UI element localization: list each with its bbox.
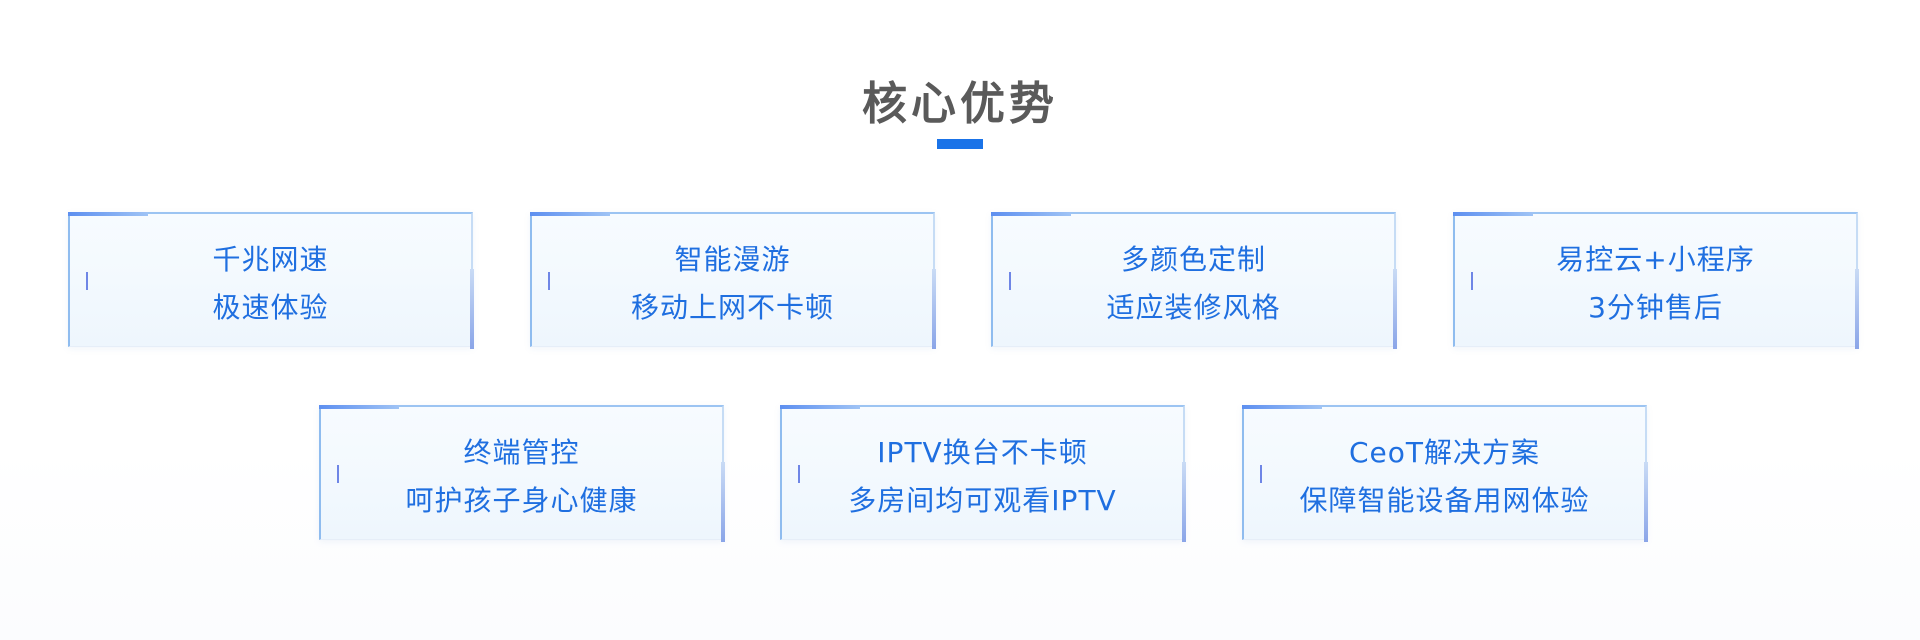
card-accent-tick: [1260, 465, 1262, 483]
feature-card-title: 终端管控: [463, 436, 580, 469]
card-accent-tick: [798, 465, 800, 483]
feature-card-subtitle: 极速体验: [212, 291, 329, 324]
feature-card-subtitle: 3分钟售后: [1588, 291, 1723, 324]
feature-card-iptv: IPTV换台不卡顿 多房间均可观看IPTV: [780, 405, 1186, 542]
card-accent-tick: [86, 272, 88, 290]
card-accent-tick: [1471, 272, 1473, 290]
feature-card-colors: 多颜色定制 适应装修风格: [991, 212, 1397, 349]
feature-card-subtitle: 保障智能设备用网体验: [1299, 484, 1590, 517]
feature-card-subtitle: 移动上网不卡顿: [630, 291, 834, 324]
feature-card-cloud-control: 易控云+小程序 3分钟售后: [1453, 212, 1859, 349]
feature-card-subtitle: 多房间均可观看IPTV: [848, 484, 1117, 517]
feature-card-terminal-control: 终端管控 呵护孩子身心健康: [319, 405, 725, 542]
feature-card-title: IPTV换台不卡顿: [877, 436, 1088, 469]
section-title: 核心优势: [861, 77, 1058, 130]
feature-card-gigabit: 千兆网速 极速体验: [68, 212, 474, 349]
card-accent-tick: [337, 465, 339, 483]
feature-card-subtitle: 适应装修风格: [1106, 291, 1281, 324]
feature-card-title: 易控云+小程序: [1556, 243, 1755, 276]
feature-card-title: 多颜色定制: [1120, 243, 1266, 276]
feature-card-title: 智能漫游: [674, 243, 791, 276]
card-accent-tick: [1009, 272, 1011, 290]
feature-card-title: 千兆网速: [212, 243, 329, 276]
feature-card-iot-solution: CeoT解决方案 保障智能设备用网体验: [1242, 405, 1648, 542]
feature-card-subtitle: 呵护孩子身心健康: [405, 484, 638, 517]
card-accent-tick: [548, 272, 550, 290]
feature-card-title: CeoT解决方案: [1348, 436, 1540, 469]
title-underline-bar: [937, 139, 983, 149]
feature-card-roaming: 智能漫游 移动上网不卡顿: [530, 212, 936, 349]
